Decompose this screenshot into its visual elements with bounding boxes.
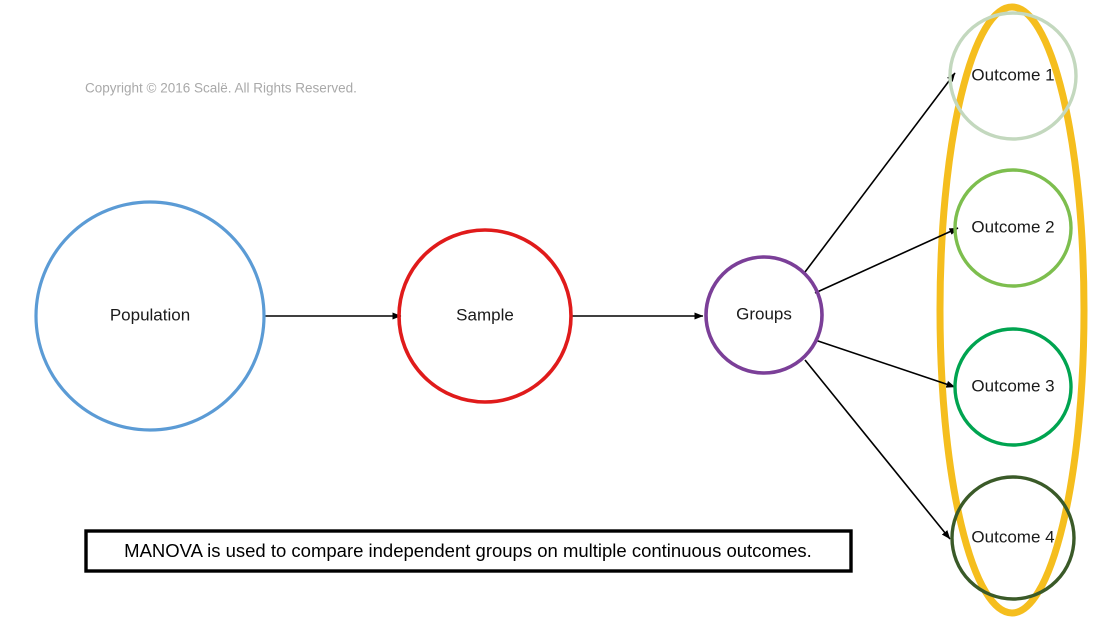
outcome-group-ellipse — [936, 3, 1088, 617]
outcome-2-circle — [953, 168, 1073, 288]
groups-circle — [704, 255, 824, 375]
node-outcome-1[interactable]: Outcome 1 — [948, 11, 1078, 141]
caption-label: MANOVA is used to compare independent gr… — [124, 540, 812, 561]
outcome-3-label: Outcome 3 — [971, 376, 1054, 395]
node-groups[interactable]: Groups — [704, 255, 824, 375]
population-circle — [34, 200, 266, 432]
outcome-1-label: Outcome 1 — [971, 65, 1054, 84]
outcome-3-circle — [953, 327, 1073, 447]
sample-circle — [397, 228, 573, 404]
node-sample[interactable]: Sample — [397, 228, 573, 404]
groups-label: Groups — [736, 304, 792, 323]
arrow-groups-to-outcome-3 — [814, 339, 956, 388]
node-outcome-4[interactable]: Outcome 4 — [950, 475, 1076, 601]
node-population[interactable]: Population — [34, 200, 266, 432]
caption-box: MANOVA is used to compare independent gr… — [84, 529, 853, 573]
sample-label: Sample — [456, 305, 514, 324]
outcome-4-circle — [950, 475, 1076, 601]
node-outcome-3[interactable]: Outcome 3 — [953, 327, 1073, 447]
outcome-1-circle — [948, 11, 1078, 141]
outcome-2-label: Outcome 2 — [971, 217, 1054, 236]
arrow-groups-to-outcome-2 — [814, 227, 959, 294]
population-label: Population — [110, 305, 190, 324]
node-outcome-2[interactable]: Outcome 2 — [953, 168, 1073, 288]
arrow-groups-to-outcome-4 — [804, 359, 951, 540]
outcome-4-label: Outcome 4 — [971, 527, 1054, 546]
caption-box-border — [84, 529, 853, 573]
copyright-notice: Copyright © 2016 Scalë. All Rights Reser… — [85, 81, 357, 96]
arrow-groups-to-outcome-1 — [804, 72, 956, 273]
